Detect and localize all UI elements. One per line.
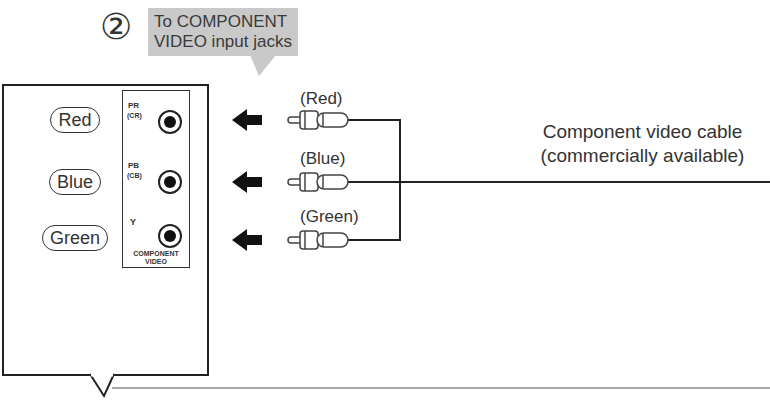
callout-text: To COMPONENT VIDEO input jacks	[154, 12, 292, 52]
plug-body	[317, 113, 348, 127]
plug-collar	[300, 231, 318, 249]
plug-body	[317, 175, 348, 189]
plug-ring	[322, 113, 324, 127]
panel-label: COMPONENT VIDEO	[131, 250, 181, 265]
color-tag: Green	[42, 225, 108, 251]
base-line	[112, 388, 770, 389]
tag-text: Blue	[57, 171, 93, 193]
callout-pointer	[250, 55, 276, 76]
jack-hole	[164, 230, 176, 242]
jack-label: PR	[128, 102, 139, 111]
jack-label: (CR)	[127, 112, 142, 120]
jack-group	[159, 111, 181, 247]
plug-ring	[304, 111, 306, 129]
plug-label: (Red)	[300, 88, 343, 109]
plug-ring	[304, 231, 306, 249]
pointer-gap	[91, 374, 113, 377]
arrow-group	[232, 109, 262, 251]
tag-text: Green	[50, 227, 100, 249]
color-tag: Blue	[49, 169, 101, 195]
rca-plug	[288, 231, 348, 249]
cable-label: Component video cable (commercially avai…	[520, 120, 765, 168]
jack-hole	[164, 116, 176, 128]
tag-text: Red	[58, 109, 91, 131]
jack-hole	[164, 176, 176, 188]
rca-plug	[288, 111, 348, 129]
jack-label: PB	[128, 162, 139, 171]
plug-ring	[322, 233, 324, 247]
jack-label: Y	[130, 218, 136, 228]
jack	[159, 225, 181, 247]
plug-label: (Green)	[300, 206, 359, 227]
jack	[159, 171, 181, 193]
plug-body	[317, 233, 348, 247]
panel-pointer	[90, 374, 114, 396]
plug-collar	[300, 111, 318, 129]
rca-plug	[288, 173, 348, 191]
cable	[346, 181, 770, 183]
panel-outline	[3, 85, 208, 375]
callout-box: To COMPONENT VIDEO input jacks	[148, 8, 298, 56]
plug-ring	[322, 175, 324, 189]
block-arrow	[232, 109, 262, 131]
block-arrow	[232, 171, 262, 193]
jack	[159, 111, 181, 133]
plug-collar	[300, 173, 318, 191]
block-arrow	[232, 229, 262, 251]
color-tag: Red	[50, 107, 99, 133]
callout-number: ②	[100, 4, 132, 49]
plug-group	[288, 111, 348, 249]
plug-ring	[304, 173, 306, 191]
jack-label: (CB)	[127, 172, 142, 180]
plug-label: (Blue)	[300, 148, 345, 169]
jack-panel: PR(CR) PB(CB) Y COMPONENT VIDEO	[122, 90, 190, 268]
